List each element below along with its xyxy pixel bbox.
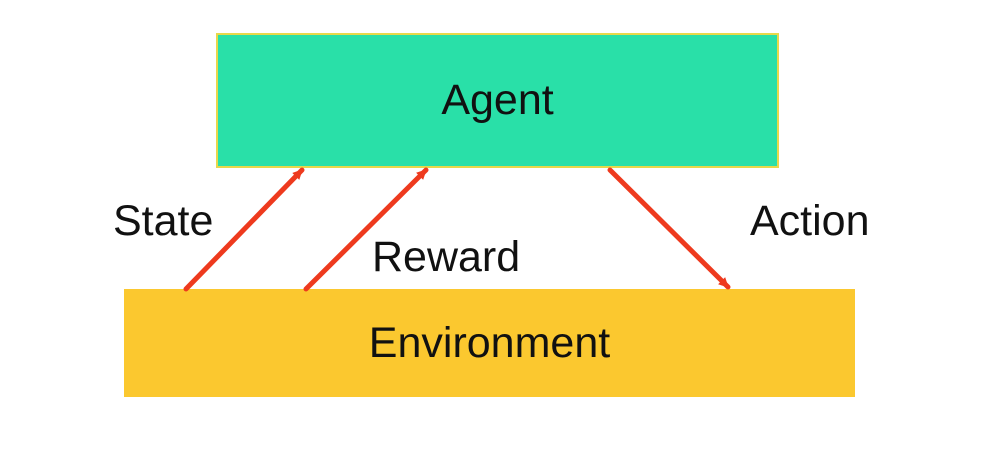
environment-box: Environment — [124, 289, 855, 397]
action-arrow — [607, 167, 731, 290]
reward-edge-label: Reward — [372, 233, 521, 281]
action-edge-label: Action — [750, 197, 870, 245]
state-edge-label: State — [113, 197, 214, 245]
agent-box: Agent — [216, 33, 779, 168]
agent-label: Agent — [441, 76, 554, 124]
environment-label: Environment — [368, 318, 611, 367]
